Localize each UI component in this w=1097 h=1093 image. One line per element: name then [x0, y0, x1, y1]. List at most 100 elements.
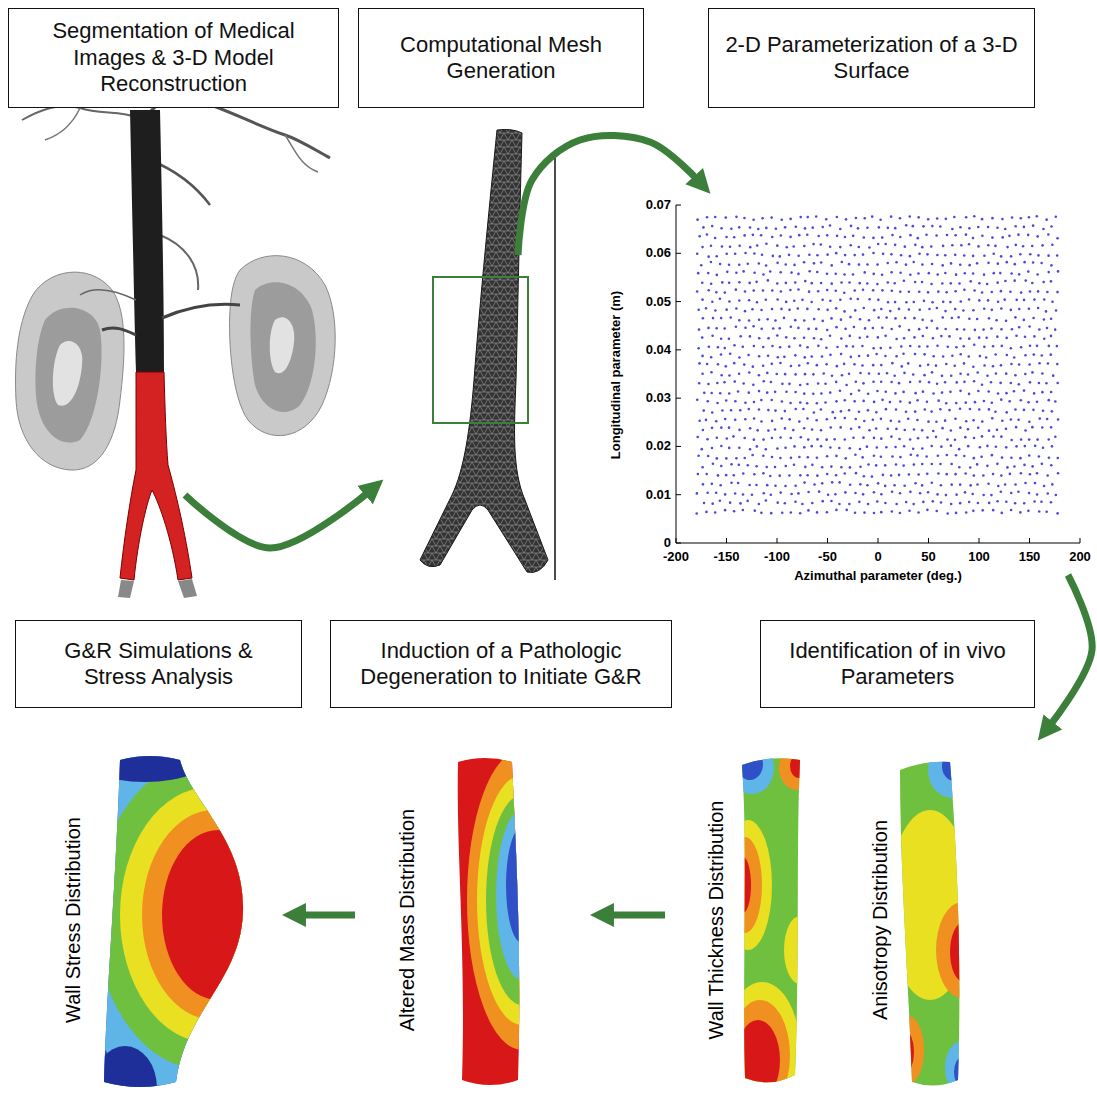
data-point: [958, 466, 961, 469]
data-point: [959, 300, 962, 303]
data-point: [769, 475, 772, 478]
data-point: [845, 345, 848, 348]
data-point: [949, 282, 952, 285]
data-point: [700, 448, 703, 451]
data-point: [926, 509, 929, 512]
data-point: [760, 420, 763, 423]
data-point: [744, 252, 747, 255]
data-point: [838, 481, 841, 484]
data-point: [829, 446, 832, 449]
data-point: [725, 457, 728, 460]
data-point: [873, 309, 876, 312]
anisotropy-vessel: [954, 1057, 970, 1087]
tick-label: 0: [664, 536, 671, 551]
data-point: [931, 500, 934, 503]
anisotropy-vessel: [928, 742, 976, 798]
data-point: [954, 254, 957, 257]
data-point: [900, 254, 903, 257]
stress-vessel: [65, 722, 335, 1093]
data-point: [747, 354, 750, 357]
data-point: [967, 445, 970, 448]
data-point: [945, 363, 948, 366]
data-point: [914, 281, 917, 284]
data-point: [868, 372, 871, 375]
data-point: [743, 234, 746, 237]
data-point: [781, 383, 784, 386]
data-point: [1017, 418, 1020, 421]
data-point: [1040, 354, 1043, 357]
data-point: [942, 245, 945, 248]
data-point: [798, 364, 801, 367]
data-point: [820, 392, 823, 395]
data-point: [1023, 299, 1026, 302]
data-point: [1048, 345, 1051, 348]
data-point: [1056, 291, 1059, 294]
data-point: [821, 320, 824, 323]
data-point: [831, 411, 834, 414]
data-point: [937, 399, 940, 402]
data-point: [834, 272, 837, 275]
data-point: [767, 279, 770, 282]
data-point: [1024, 354, 1027, 357]
data-point: [983, 346, 986, 349]
data-point: [923, 300, 926, 303]
data-point: [913, 463, 916, 466]
angiogram: [130, 110, 164, 372]
data-point: [893, 484, 896, 487]
data-point: [824, 382, 827, 385]
mesh-model: [433, 277, 528, 423]
data-point: [921, 429, 924, 432]
data-point: [863, 511, 866, 514]
data-point: [863, 271, 866, 274]
process-box: Computational Mesh Generation: [358, 8, 644, 108]
data-point: [1057, 270, 1060, 273]
data-point: [935, 420, 938, 423]
data-point: [995, 319, 998, 322]
data-point: [816, 271, 819, 274]
tick-label: 200: [1069, 550, 1091, 565]
data-point: [729, 352, 732, 355]
data-point: [762, 289, 765, 292]
data-point: [705, 511, 708, 514]
data-point: [905, 224, 908, 227]
data-point: [797, 307, 800, 310]
data-point: [720, 353, 723, 356]
data-point: [935, 436, 938, 439]
axis-title: Azimuthal parameter (deg.): [794, 569, 962, 584]
data-point: [766, 484, 769, 487]
data-point: [855, 472, 858, 475]
data-point: [821, 226, 824, 229]
data-point: [719, 499, 722, 502]
data-point: [1047, 438, 1050, 441]
data-point: [1036, 472, 1039, 475]
axis-tick: [676, 205, 1080, 543]
data-point: [997, 485, 1000, 488]
data-point: [790, 493, 793, 496]
data-point: [941, 427, 944, 430]
data-point: [706, 363, 709, 366]
tick-label: 0.04: [646, 342, 671, 357]
data-point: [1000, 255, 1003, 258]
data-point: [774, 391, 777, 394]
data-point: [880, 308, 883, 311]
data-point: [977, 245, 980, 248]
data-point: [1024, 445, 1027, 448]
data-point: [781, 400, 784, 403]
data-point: [845, 384, 848, 387]
data-point: [724, 493, 727, 496]
data-point: [877, 316, 880, 319]
data-point: [753, 473, 756, 476]
data-point: [1010, 255, 1013, 258]
data-point: [1010, 457, 1013, 460]
data-point: [749, 335, 752, 338]
data-point: [982, 474, 985, 477]
data-point: [817, 235, 820, 238]
data-point: [793, 445, 796, 448]
data-point: [835, 307, 838, 310]
data-point: [852, 436, 855, 439]
data-point: [859, 483, 862, 486]
data-point: [738, 356, 741, 359]
data-point: [919, 492, 922, 495]
data-point: [963, 328, 966, 331]
data-point: [884, 390, 887, 393]
